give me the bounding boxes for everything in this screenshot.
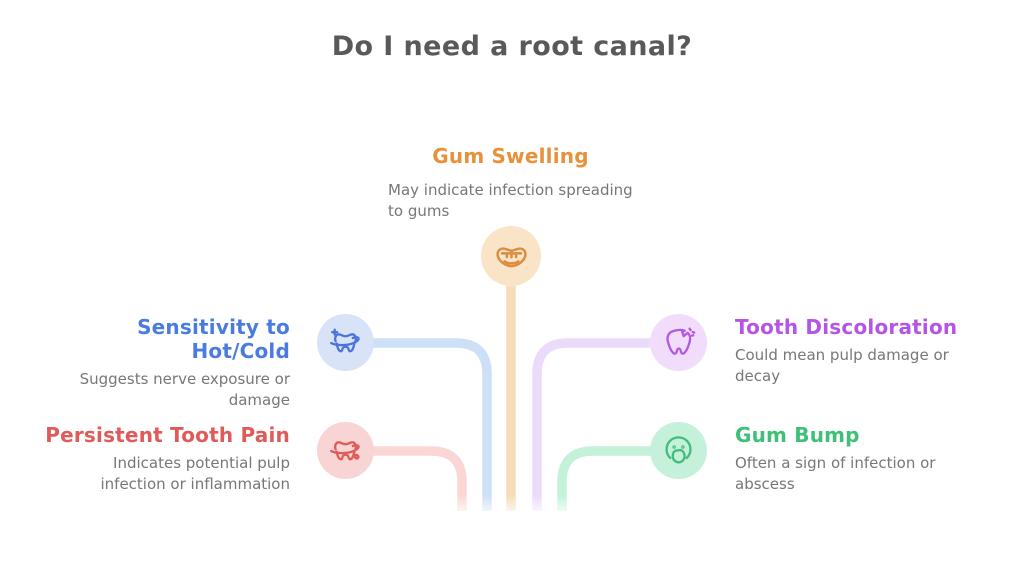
gum-swelling-circle: [481, 226, 541, 286]
tooth-sparkle-icon: [330, 328, 360, 353]
tooth-pain-group: Persistent Tooth Pain Indicates potentia…: [40, 423, 290, 494]
sensitivity-group: Sensitivity to Hot/Cold Suggests nerve e…: [40, 315, 290, 410]
connector-gum-bump: [557, 446, 677, 511]
page-title: Do I need a root canal?: [331, 31, 693, 62]
tooth-pain-description: Indicates potential pulp infection or in…: [100, 454, 290, 493]
tooth-chipped-icon: [666, 327, 696, 355]
gum-swelling-label: Gum Swelling: [432, 144, 589, 168]
gum-swelling-group: Gum Swelling May indicate infection spre…: [388, 144, 633, 221]
discoloration-description: Could mean pulp damage or decay: [735, 346, 949, 385]
discoloration-circle: [650, 314, 707, 371]
sensitivity-description: Suggests nerve exposure or damage: [79, 370, 290, 409]
tooth-pain-label: Persistent Tooth Pain: [45, 423, 290, 447]
sensitivity-circle: [317, 314, 374, 371]
connector-tooth-pain: [347, 446, 467, 511]
gum-bump-circle: [650, 422, 707, 479]
sensitivity-label: Sensitivity to Hot/Cold: [137, 315, 290, 363]
line-fade-overlay: [428, 495, 598, 523]
connector-sensitivity: [347, 338, 492, 511]
tooth-pain-icon: [330, 441, 360, 461]
face-abscess-icon: [665, 436, 692, 464]
mouth-gums-icon: [495, 246, 527, 267]
discoloration-label: Tooth Discoloration: [735, 315, 958, 339]
gum-bump-description: Often a sign of infection or abscess: [735, 454, 936, 493]
gum-bump-group: Gum Bump Often a sign of infection or ab…: [735, 423, 980, 494]
discoloration-group: Tooth Discoloration Could mean pulp dama…: [735, 315, 980, 386]
tooth-pain-circle: [317, 422, 374, 479]
connector-discoloration: [532, 338, 677, 511]
gum-swelling-description: May indicate infection spreading to gums: [388, 181, 633, 220]
gum-bump-label: Gum Bump: [735, 423, 860, 447]
